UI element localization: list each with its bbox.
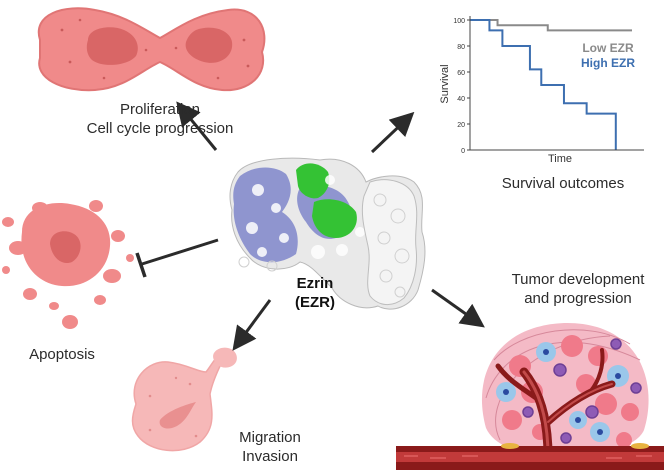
y-ticks: 0 20 40 60 80 100 xyxy=(453,18,470,155)
label-ezrin: Ezrin (EZR) xyxy=(280,275,350,313)
label-ezrin-abbr: (EZR) xyxy=(295,293,335,311)
apoptotic-cell-icon xyxy=(2,200,134,329)
label-tumor-line1: Tumor development xyxy=(511,271,645,288)
label-migration-line1: Migration xyxy=(239,429,301,446)
label-proliferation-line1: Proliferation xyxy=(119,101,201,118)
label-migration: Migration Invasion xyxy=(220,429,320,467)
y-axis-label: Survival xyxy=(439,64,451,103)
migrating-cell-icon xyxy=(131,347,237,452)
arrow-to-tumor xyxy=(431,288,485,328)
inhibition-bar xyxy=(135,252,147,278)
y-tick-label: 0 xyxy=(461,148,465,155)
y-tick-label: 80 xyxy=(457,44,465,51)
y-tick-label: 40 xyxy=(457,96,465,103)
legend-high-ezr: High EZR xyxy=(581,56,635,70)
arrows xyxy=(135,101,485,351)
immune-cells xyxy=(522,338,642,444)
arrow-to-survival xyxy=(370,111,415,154)
legend-low-ezr: Low EZR xyxy=(582,41,634,55)
dividing-cell-icon xyxy=(37,7,266,92)
ezrin-protein-structure xyxy=(229,157,426,310)
x-axis-label: Time xyxy=(548,153,572,165)
label-apoptosis: Apoptosis xyxy=(29,346,95,363)
inhibition-to-apoptosis xyxy=(141,238,219,266)
label-proliferation-line2: Cell cycle progression xyxy=(86,119,234,137)
high-ezr-curve xyxy=(470,19,617,150)
y-tick-label: 20 xyxy=(457,122,465,129)
arrow-to-migration xyxy=(232,299,272,351)
survival-curves xyxy=(470,19,632,150)
label-survival-outcomes: Survival outcomes xyxy=(501,175,625,192)
label-proliferation: Proliferation Cell cycle progression xyxy=(70,101,250,139)
label-migration-line2: Invasion xyxy=(242,447,298,465)
blood-vessel xyxy=(495,348,616,461)
label-tumor: Tumor development and progression xyxy=(498,271,658,309)
y-tick-label: 60 xyxy=(457,70,465,77)
label-tumor-line2: and progression xyxy=(524,289,632,307)
arrow-to-proliferation xyxy=(176,101,218,151)
low-ezr-curve xyxy=(470,19,632,32)
survival-chart: 0 20 40 60 80 100 Survival Time Low EZR High … xyxy=(439,16,644,165)
tumor-vessel-icon xyxy=(396,322,664,470)
y-tick-label: 100 xyxy=(453,18,465,25)
label-ezrin-name: Ezrin xyxy=(296,275,334,292)
